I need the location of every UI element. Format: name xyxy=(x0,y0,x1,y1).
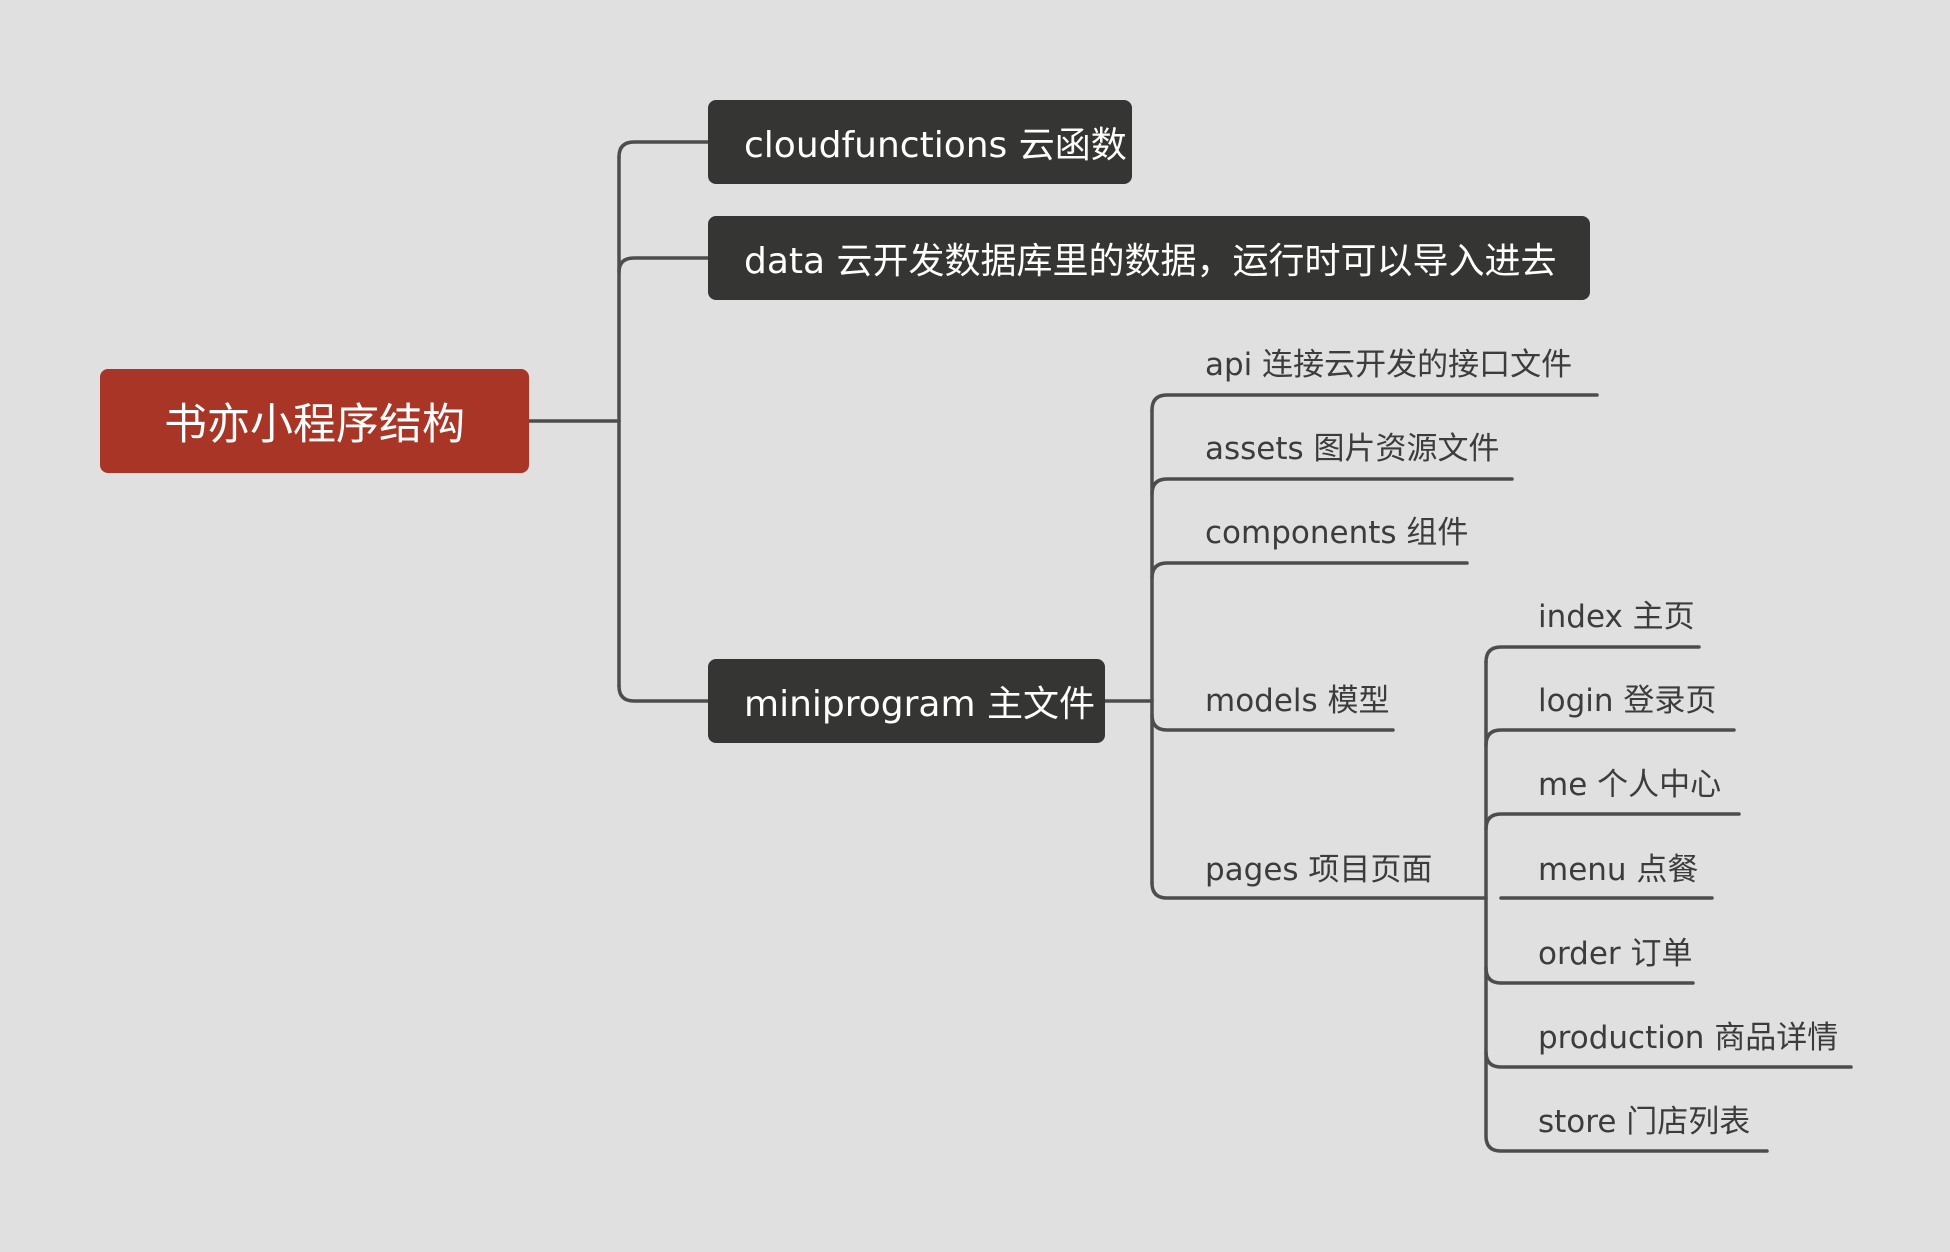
branch-data[interactable]: data 云开发数据库里的数据，运行时可以导入进去 xyxy=(708,216,1590,300)
connector-api xyxy=(1150,393,1599,412)
connector-mini xyxy=(617,684,710,703)
page-me[interactable]: me 个人中心 xyxy=(1538,767,1722,803)
page-menu[interactable]: menu 点餐 xyxy=(1538,852,1699,888)
connector-store xyxy=(1484,1134,1769,1153)
connector-index xyxy=(1484,645,1701,664)
leaf-components[interactable]: components 组件 xyxy=(1205,515,1469,551)
page-order[interactable]: order 订单 xyxy=(1538,936,1693,972)
page-index[interactable]: index 主页 xyxy=(1538,599,1695,635)
connector-models xyxy=(1150,713,1395,732)
connector-data xyxy=(617,256,710,274)
leaf-models[interactable]: models 模型 xyxy=(1205,683,1390,719)
connector-assets xyxy=(1150,477,1514,496)
leaf-api[interactable]: api 连接云开发的接口文件 xyxy=(1205,347,1573,383)
connector-order xyxy=(1484,966,1695,985)
branch-cloudfunctions[interactable]: cloudfunctions 云函数 xyxy=(708,100,1132,184)
connector-me xyxy=(1484,812,1741,831)
page-login[interactable]: login 登录页 xyxy=(1538,683,1717,719)
connector-pages xyxy=(1150,881,1488,900)
root-node[interactable]: 书亦小程序结构 xyxy=(100,369,529,473)
connector-login xyxy=(1484,728,1736,747)
connector-cloud xyxy=(617,140,710,159)
connector-components xyxy=(1150,561,1469,580)
leaf-pages[interactable]: pages 项目页面 xyxy=(1205,852,1433,888)
page-production[interactable]: production 商品详情 xyxy=(1538,1020,1839,1056)
leaf-assets[interactable]: assets 图片资源文件 xyxy=(1205,431,1500,467)
connector-production xyxy=(1484,1050,1853,1069)
branch-miniprogram[interactable]: miniprogram 主文件 xyxy=(708,659,1105,743)
page-store[interactable]: store 门店列表 xyxy=(1538,1104,1751,1140)
